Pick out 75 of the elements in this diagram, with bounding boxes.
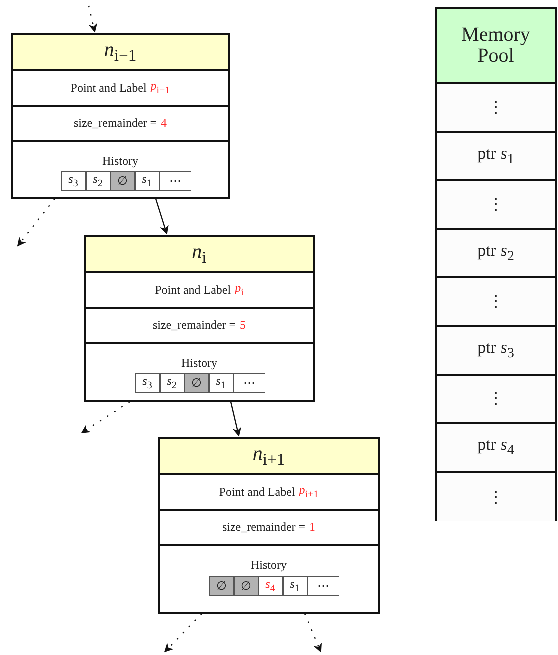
- arrow: [230, 402, 242, 437]
- value-text: 1: [310, 520, 316, 535]
- array-cell: [209, 576, 234, 596]
- array-cell: [86, 171, 110, 191]
- label-text: s$_{1}$: [290, 577, 300, 595]
- memory-pool-table: [435, 7, 557, 521]
- node-card: [84, 235, 315, 402]
- array-cell: [208, 373, 234, 393]
- label-text: Point and Label: [219, 484, 296, 500]
- table-row: [437, 132, 555, 182]
- label-text: s$_{1}$: [142, 172, 152, 190]
- array-cell: [134, 171, 160, 191]
- node-title: n$_{i−1}$: [104, 38, 137, 66]
- label-text: ⋯: [170, 174, 182, 188]
- label-text: ptr s$_{2}$: [478, 240, 514, 266]
- dotted-arrow: [81, 402, 130, 434]
- array-cell: [307, 576, 339, 596]
- array-cell: [160, 373, 184, 393]
- node-header: [160, 439, 378, 475]
- label-text: History: [251, 558, 287, 573]
- label-text: size_remainder =: [152, 318, 236, 333]
- label-text: Point and Label: [70, 80, 147, 96]
- label-text: Point and Label: [155, 282, 232, 298]
- label-text: ∅: [192, 376, 202, 390]
- node-title: n$_{i}$: [192, 240, 207, 268]
- label-text: ⋯: [318, 578, 330, 594]
- label-text: ∅: [118, 174, 128, 188]
- value-text: p$_{i−1}$: [150, 79, 170, 97]
- value-text: s$_{4}$: [266, 577, 276, 595]
- label-text: ⋮: [488, 388, 504, 410]
- array-cell: [258, 576, 283, 596]
- label-text: ptr s$_{4}$: [478, 435, 514, 460]
- label-text: ⋮: [488, 291, 504, 312]
- value-text: 5: [240, 318, 246, 333]
- label-text: ∅: [241, 578, 251, 594]
- array-cell: [159, 171, 191, 191]
- label-text: ⋯: [244, 376, 256, 390]
- dotted-arrow: [164, 614, 202, 653]
- label-text: s$_{3}$: [68, 172, 78, 190]
- label-text: s$_{3}$: [142, 374, 152, 392]
- table-header: [437, 9, 555, 84]
- label-text: ptr s$_{1}$: [478, 144, 514, 168]
- label-text: ⋮: [488, 486, 504, 508]
- array-cell: [233, 373, 265, 393]
- label-text: History: [102, 154, 138, 169]
- array-cell: [135, 373, 160, 393]
- label-text: size_remainder =: [222, 520, 306, 535]
- arrow: [155, 198, 169, 235]
- label-text: ⋮: [488, 96, 504, 118]
- label-text: ∅: [216, 578, 226, 594]
- dotted-arrow: [304, 614, 322, 653]
- dotted-arrow: [88, 6, 98, 33]
- label-text: size_remainder =: [74, 116, 158, 131]
- array-cell: [184, 373, 209, 393]
- node-card: [11, 33, 230, 199]
- label-text: s$_{2}$: [167, 374, 177, 392]
- array-cell: [61, 171, 86, 191]
- value-text: p$_{i}$: [235, 281, 244, 299]
- node-header: [13, 35, 228, 71]
- array-cell: [110, 171, 135, 191]
- label-text: Memory Pool: [460, 24, 532, 66]
- label-text: ⋮: [488, 194, 504, 215]
- label-text: History: [182, 356, 218, 371]
- node-title: n$_{i+1}$: [252, 442, 286, 470]
- array-cell: [234, 576, 258, 596]
- label-text: s$_{2}$: [93, 172, 103, 190]
- table-row: [437, 376, 555, 424]
- value-text: p$_{i+1}$: [299, 483, 319, 501]
- label-text: ptr s$_{3}$: [478, 338, 514, 362]
- value-text: 4: [161, 116, 168, 131]
- label-text: s$_{1}$: [216, 374, 226, 392]
- dotted-arrow: [17, 198, 56, 247]
- node-card: [158, 437, 380, 614]
- array-cell: [282, 576, 308, 596]
- node-header: [86, 237, 313, 273]
